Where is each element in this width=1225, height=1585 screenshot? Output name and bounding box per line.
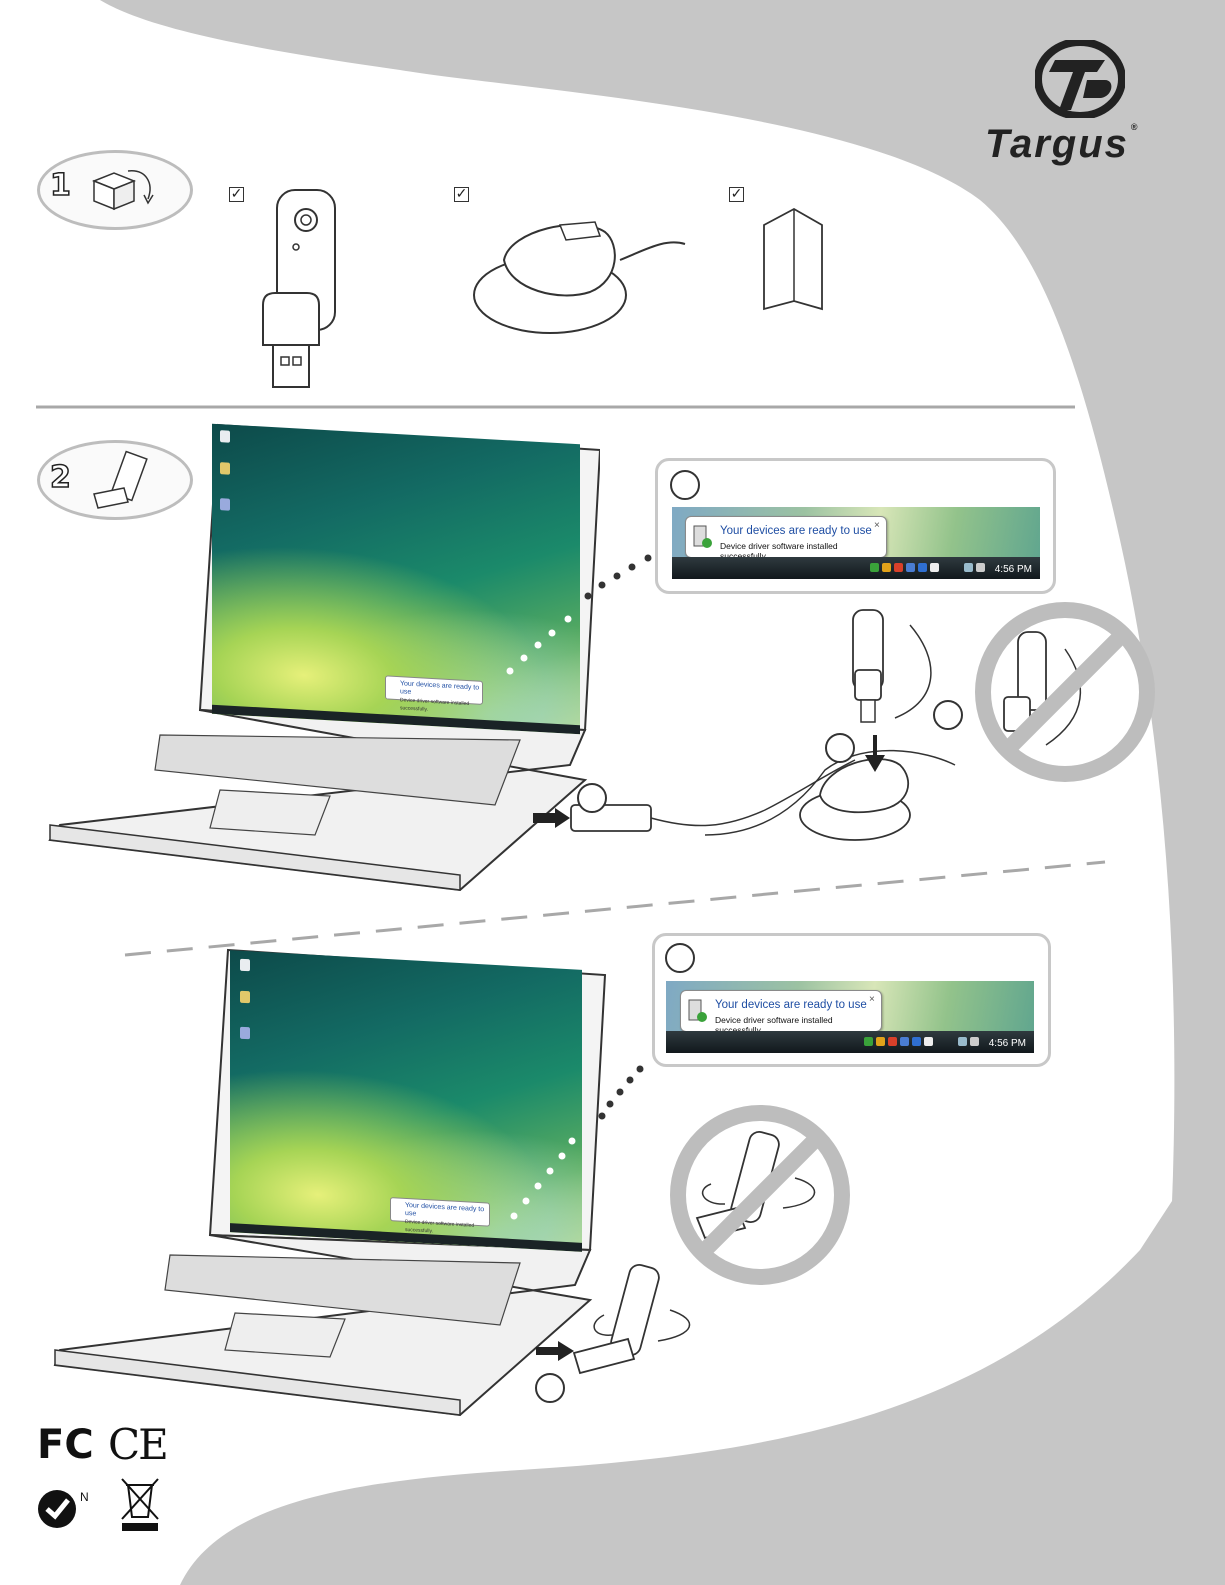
step-2-badge — [37, 440, 193, 520]
direct-plug-illustration — [535, 1263, 691, 1403]
tray-icon — [894, 563, 903, 572]
desktop-icon — [220, 462, 230, 475]
close-icon[interactable]: × — [869, 994, 875, 1005]
taskbar-screenshot-2: Your devices are ready to use Device dri… — [666, 981, 1034, 1053]
notification-balloon: Your devices are ready to use Device dri… — [685, 516, 887, 561]
desktop-icon — [240, 990, 250, 1004]
tray-icon — [912, 1037, 921, 1046]
tray-icon — [906, 563, 915, 572]
targus-logo-icon — [1035, 40, 1125, 118]
arrow-icon — [533, 808, 570, 828]
ce-mark: CE — [108, 1420, 169, 1469]
notification-body: Device driver software installed success… — [715, 1015, 833, 1035]
desktop-icon — [240, 1026, 250, 1040]
fcc-mark: FC — [37, 1422, 94, 1468]
device-icon — [693, 525, 712, 548]
top-gray-band — [100, 0, 1225, 1585]
down-arrow-icon — [865, 735, 885, 772]
close-icon[interactable]: × — [874, 520, 880, 531]
callout-number-circle — [665, 943, 695, 973]
step-1-number: 1 — [49, 167, 71, 204]
taskbar: 4:56 PM — [672, 557, 1040, 579]
arrow-icon — [536, 1341, 574, 1361]
dotted-leader-line — [510, 1065, 644, 1220]
open-box-icon — [91, 170, 154, 211]
tray-icon — [924, 1037, 933, 1046]
taskbar: 4:56 PM — [666, 1031, 1034, 1053]
usb-receiver-icon — [93, 450, 148, 509]
tray-icon — [888, 1037, 897, 1046]
step-2-number: 2 — [49, 459, 71, 496]
bottom-gray-band — [180, 1120, 1225, 1585]
tray-icon — [870, 563, 879, 572]
taskbar-screenshot-1: Your devices are ready to use Device dri… — [672, 507, 1040, 579]
screen-notification-balloon: Your devices are ready to use Device dri… — [385, 675, 483, 713]
recycle-bin-icon — [220, 430, 230, 443]
notification-balloon: Your devices are ready to use Device dri… — [680, 990, 882, 1035]
notification-body: Device driver software installed success… — [720, 541, 838, 561]
usb-cradle-illustration — [473, 221, 686, 334]
notification-title: Your devices are ready to use — [720, 525, 872, 537]
dashed-divider — [124, 860, 1106, 957]
usb-receiver-with-stand-illustration — [262, 189, 336, 388]
checkbox-icon: ✓ — [729, 185, 744, 202]
screen-notification-balloon: Your devices are ready to use Device dri… — [390, 1197, 490, 1235]
brand-wordmark: Targus® — [985, 122, 1140, 166]
taskbar-clock: 4:56 PM — [994, 564, 1032, 575]
tray-icon — [864, 1037, 873, 1046]
tray-icon — [900, 1037, 909, 1046]
dotted-leader-line — [506, 554, 652, 675]
recycle-bin-icon — [240, 958, 250, 972]
taskbar-clock: 4:56 PM — [988, 1038, 1026, 1049]
c-tick-mark-icon — [38, 1490, 76, 1528]
device-icon — [688, 999, 707, 1022]
volume-icon — [976, 563, 985, 572]
notification-title: Your devices are ready to use — [715, 999, 867, 1011]
network-icon — [964, 563, 973, 572]
volume-icon — [970, 1037, 979, 1046]
checkbox-icon: ✓ — [229, 185, 244, 202]
prohibited-sign-icon — [975, 602, 1155, 782]
tray-icon — [930, 563, 939, 572]
network-icon — [958, 1037, 967, 1046]
checkbox-icon: ✓ — [454, 185, 469, 202]
weee-bin-icon — [121, 1478, 159, 1531]
cradle-connection-illustration — [533, 609, 963, 841]
callout-number-circle — [670, 470, 700, 500]
prohibited-sign-icon — [670, 1105, 850, 1285]
tray-icon — [882, 563, 891, 572]
desktop-icon — [220, 498, 230, 511]
tray-icon — [876, 1037, 885, 1046]
c-tick-suffix: N — [80, 1490, 89, 1504]
tray-icon — [918, 563, 927, 572]
quick-start-guide-illustration — [763, 207, 823, 311]
